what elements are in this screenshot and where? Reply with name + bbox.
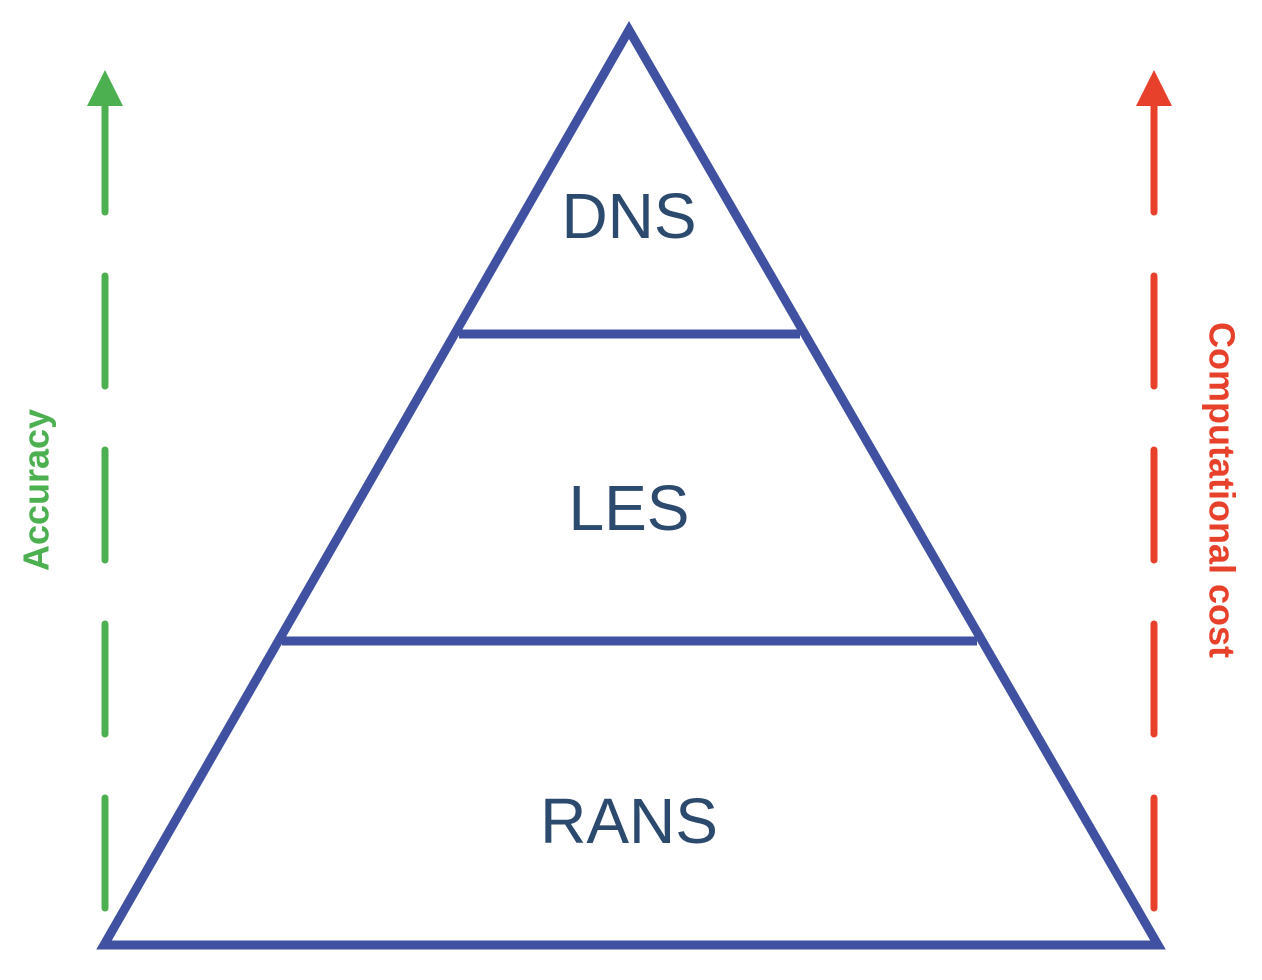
pyramid (96, 20, 1166, 950)
level-label-les: LES (569, 472, 690, 544)
computational-cost-arrow (1136, 70, 1172, 912)
computational-cost-arrow-head (1136, 70, 1172, 106)
pyramid-outline (96, 20, 1166, 950)
level-label-rans: RANS (540, 785, 718, 857)
computational-cost-label: Computational cost (1202, 322, 1243, 658)
accuracy-label: Accuracy (16, 409, 57, 571)
level-label-dns: DNS (561, 180, 696, 252)
accuracy-arrow (87, 70, 123, 912)
accuracy-arrow-head (87, 70, 123, 106)
